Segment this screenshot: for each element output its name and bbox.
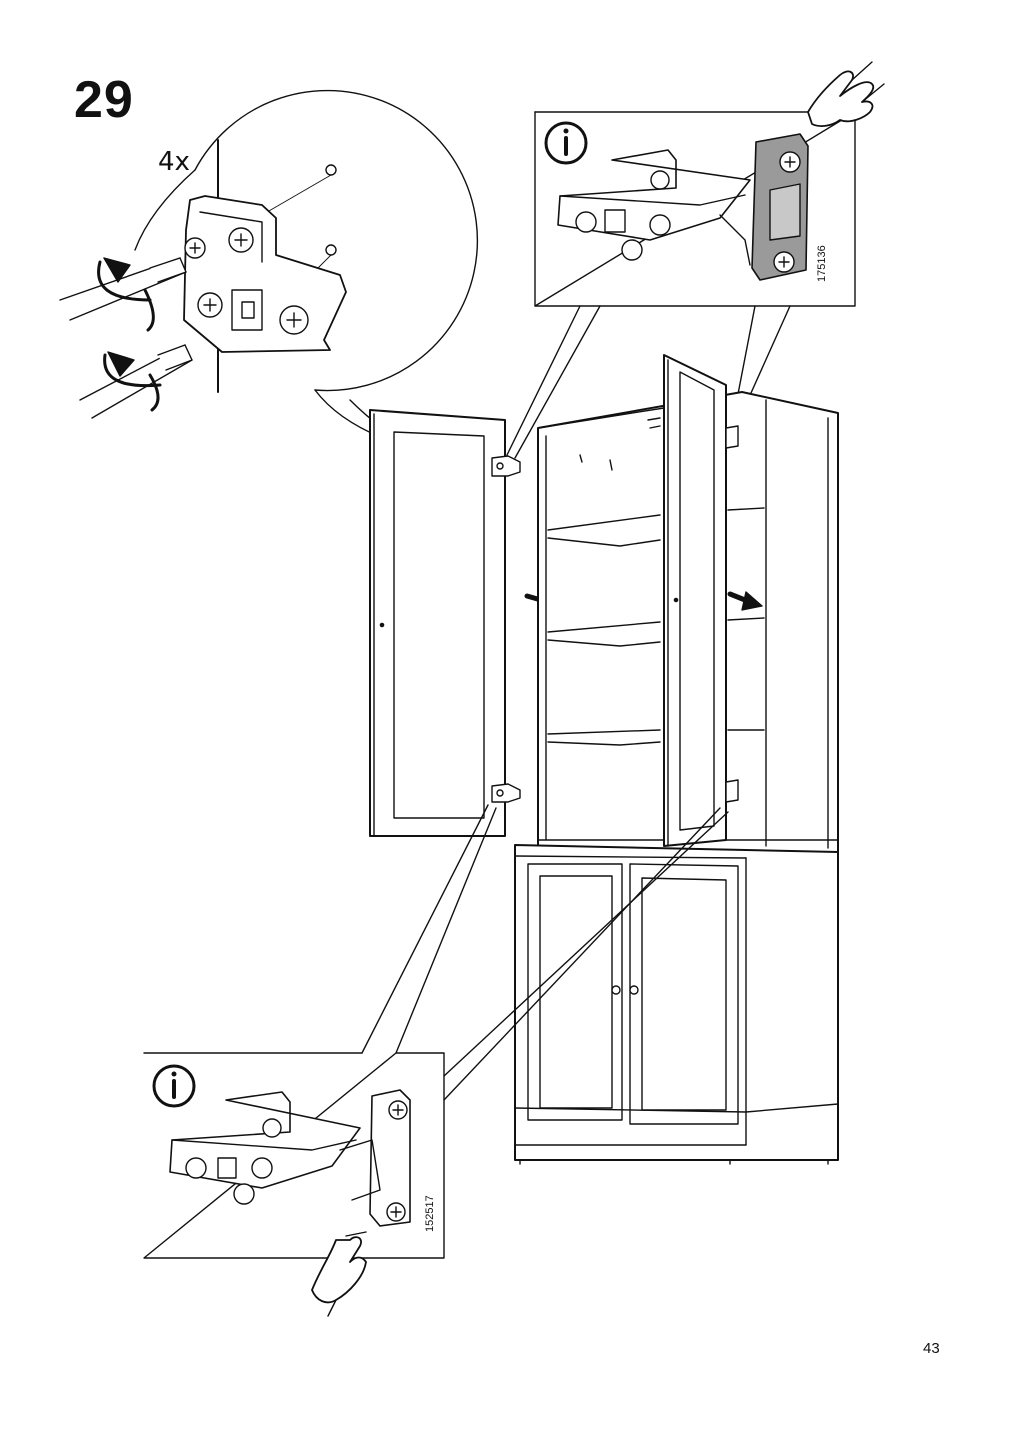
article-number-bottom: 152517 xyxy=(424,1195,436,1232)
page-number: 43 xyxy=(923,1340,940,1357)
info-box-top xyxy=(506,61,885,459)
lower-cabinet xyxy=(514,844,839,1165)
detail-magnifier xyxy=(59,89,506,471)
article-number-top: 175136 xyxy=(816,245,828,282)
glass-door-left xyxy=(369,409,561,837)
step-number: 29 xyxy=(74,71,134,129)
upper-cabinet xyxy=(537,354,839,853)
quantity-label: 4x xyxy=(158,147,190,177)
info-box-bottom xyxy=(143,804,729,1317)
